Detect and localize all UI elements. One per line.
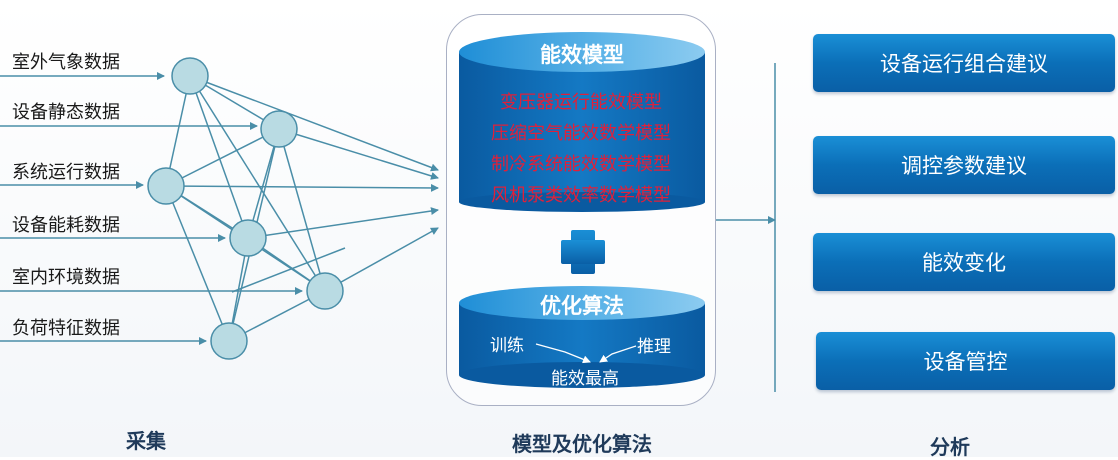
network-output-arrows: [165, 75, 439, 292]
network-nodes: [147, 57, 344, 360]
algorithm-title: 优化算法: [540, 294, 624, 318]
section-label-analysis: 分析: [930, 435, 970, 459]
input-label-device-energy: 设备能耗数据: [12, 215, 120, 236]
network-node: [229, 219, 267, 257]
algorithm-result-label: 能效最高: [551, 369, 619, 389]
output-label-efficiency-change: 能效变化: [922, 251, 1006, 275]
section-label-model-algorithm: 模型及优化算法: [512, 432, 652, 456]
output-label-device-control: 设备管控: [923, 350, 1008, 374]
model-item-compressed-air: 压缩空气能效数学模型: [491, 123, 671, 144]
output-box-efficiency-change: 能效变化: [813, 233, 1115, 291]
output-box-operation-combination: 设备运行组合建议: [813, 34, 1115, 92]
network-node: [147, 167, 185, 205]
output-connector: [716, 63, 776, 392]
model-item-transformer: 变压器运行能效模型: [500, 92, 662, 113]
section-label-collect: 采集: [126, 429, 166, 453]
model-item-fan-pump: 风机泵类效率数学模型: [491, 185, 671, 206]
output-label-operation-combination: 设备运行组合建议: [880, 52, 1048, 76]
input-label-load-feature: 负荷特征数据: [12, 318, 120, 339]
output-box-device-control: 设备管控: [816, 332, 1115, 390]
algorithm-infer-label: 推理: [637, 337, 671, 357]
energy-model-title: 能效模型: [540, 43, 624, 67]
network-node: [210, 322, 248, 360]
algorithm-train-label: 训练: [490, 336, 524, 356]
network-node: [260, 110, 298, 148]
input-label-outdoor-weather: 室外气象数据: [12, 52, 120, 73]
input-label-system-operation: 系统运行数据: [12, 162, 120, 183]
network-node: [171, 57, 209, 95]
model-item-refrigeration: 制冷系统能效数学模型: [491, 154, 671, 175]
output-box-control-parameters: 调控参数建议: [813, 136, 1115, 194]
network-node: [306, 272, 344, 310]
model-algorithm-panel: [446, 14, 716, 406]
input-label-device-static: 设备静态数据: [12, 102, 120, 123]
output-label-control-parameters: 调控参数建议: [901, 154, 1027, 178]
input-label-indoor-environment: 室内环境数据: [12, 267, 120, 288]
